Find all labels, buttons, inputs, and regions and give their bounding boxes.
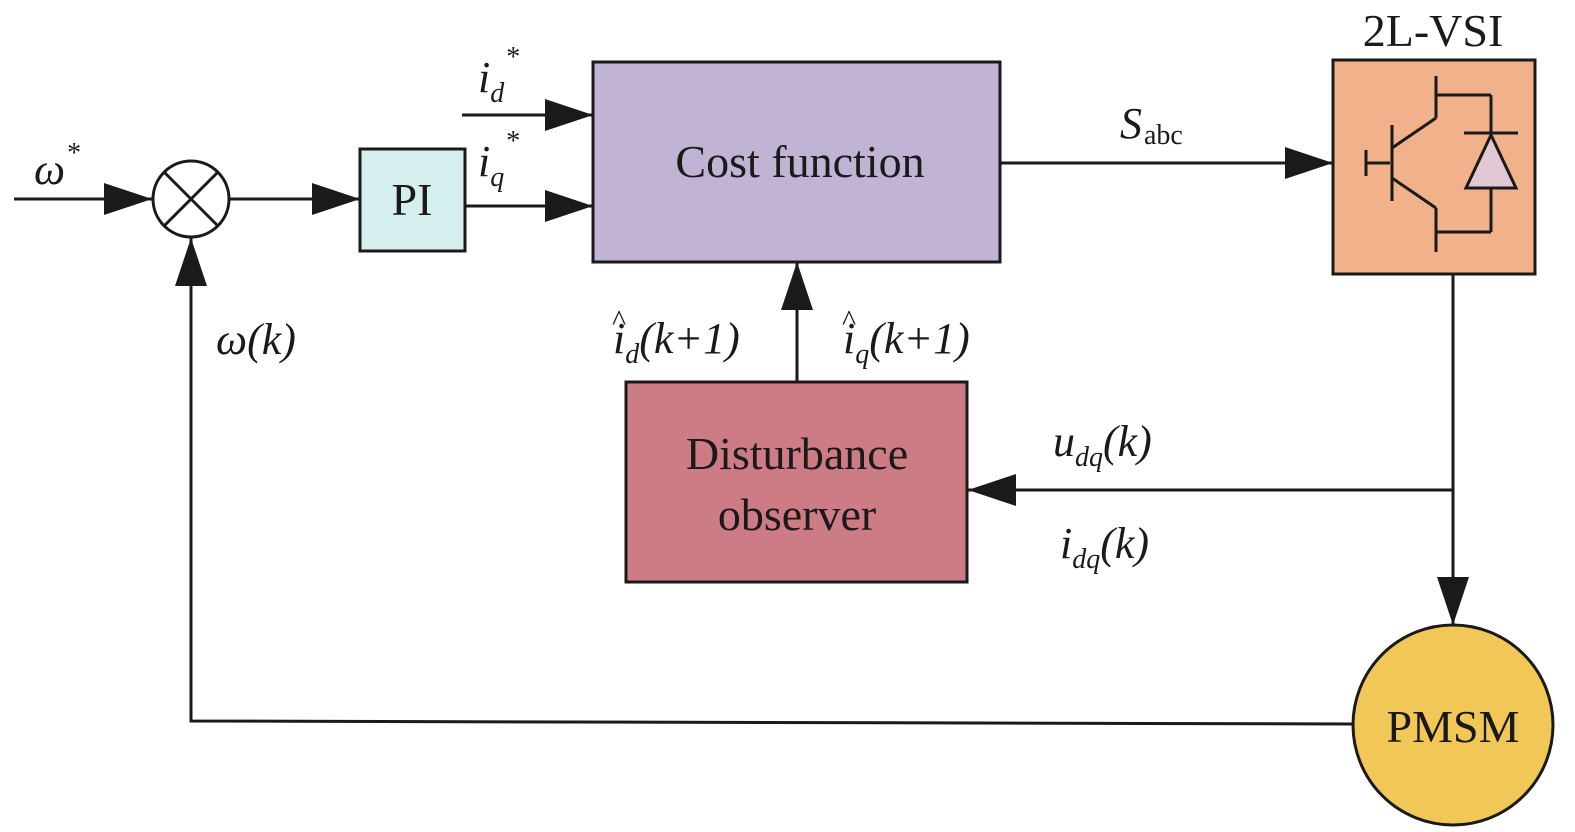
idq-label: idq(k): [1060, 519, 1149, 575]
pmsm-block: PMSM: [1351, 623, 1555, 827]
udq-label: udq(k): [1053, 417, 1152, 473]
inverter-title: 2L-VSI: [1363, 5, 1504, 56]
pi-label: PI: [392, 174, 433, 225]
disturbance-observer-label-1: Disturbance: [686, 428, 908, 479]
disturbance-observer-label-2: observer: [718, 489, 876, 540]
wires: [14, 99, 1469, 726]
igbt-with-diode-icon: [1364, 76, 1519, 252]
cost-function-block: Cost function: [591, 60, 1002, 264]
cost-function-label: Cost function: [675, 136, 924, 187]
pmsm-label: PMSM: [1387, 701, 1520, 752]
pi-block: PI: [358, 147, 467, 253]
omega-ref-label: ω*: [34, 138, 81, 194]
iq-ref-label: iq*: [478, 126, 520, 193]
summing-junction: [151, 159, 231, 239]
iq-pred-hat: ^: [842, 304, 856, 337]
omega-k-label: ω(k): [216, 315, 296, 364]
inverter-block: 2L-VSI: [1331, 5, 1537, 276]
id-pred-hat: ^: [612, 304, 626, 337]
id-pred-label: id(k+1): [613, 314, 740, 370]
speed-feedback-wire: [175, 238, 1354, 726]
cross-circle-icon: [162, 170, 220, 228]
id-ref-label: id*: [478, 42, 520, 109]
iq-pred-label: iq(k+1): [843, 314, 970, 370]
disturbance-observer-block: Disturbance observer: [624, 380, 969, 584]
sabc-label: Sabc: [1120, 99, 1183, 151]
